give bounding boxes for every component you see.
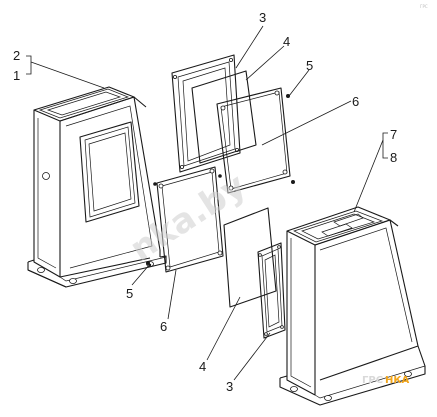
label-8: 8	[390, 150, 397, 165]
corner-mark: ГРС	[420, 4, 428, 9]
left-housing	[27, 86, 167, 288]
label-5-bottom: 5	[126, 286, 133, 301]
label-6-top: 6	[352, 94, 359, 109]
watermark: nka.by	[123, 166, 253, 270]
lower-left-cover	[146, 166, 224, 273]
label-5-top: 5	[306, 58, 313, 73]
leader-lines	[26, 25, 388, 381]
lower-sheet	[223, 207, 277, 308]
label-7: 7	[390, 127, 397, 142]
right-housing	[279, 206, 426, 406]
label-3-top: 3	[259, 10, 266, 25]
label-1: 1	[13, 68, 20, 83]
lower-gasket	[257, 242, 286, 339]
upper-sheet	[191, 70, 257, 164]
part-labels: 3 4 5 6 2 1 7 8 5 6 4 3	[13, 10, 397, 394]
brand-right-text: НКА	[385, 375, 410, 386]
brand-logo: ГРС НКА	[362, 375, 410, 386]
brand-left-text: ГРС	[362, 375, 383, 386]
label-6-bottom: 6	[160, 319, 167, 334]
label-3-bottom: 3	[226, 379, 233, 394]
label-4-top: 4	[283, 34, 290, 49]
upper-cover	[216, 87, 295, 194]
upper-gasket	[171, 54, 241, 173]
label-2: 2	[13, 48, 20, 63]
label-4-bottom: 4	[199, 359, 206, 374]
